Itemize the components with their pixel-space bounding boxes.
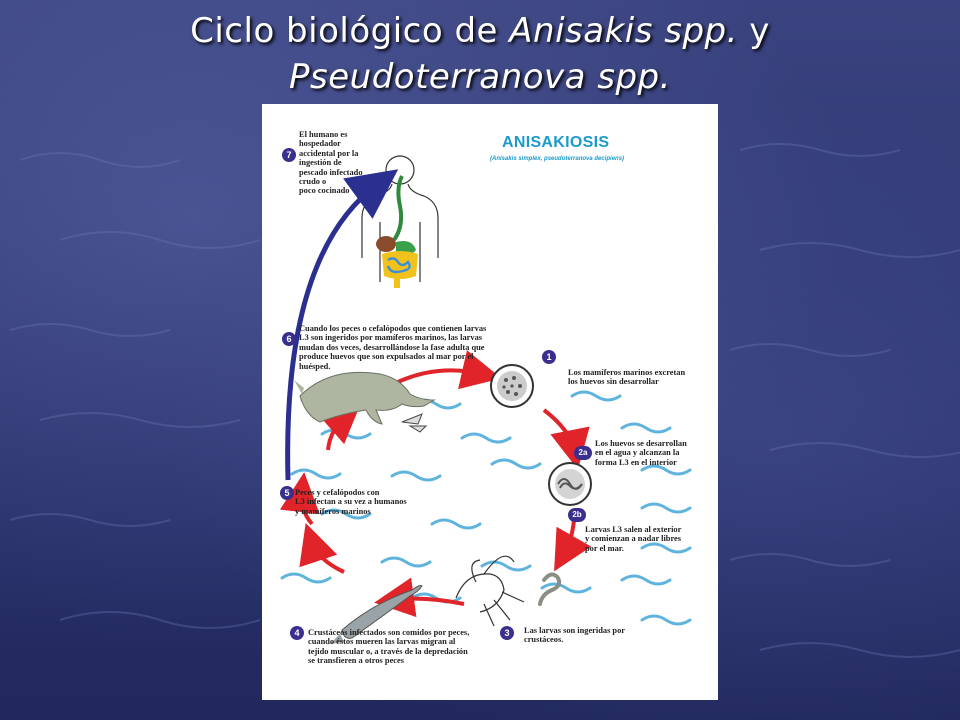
diagram-graphics (279, 155, 692, 644)
slide-title-line-1: Ciclo biológico de Anisakis spp. y (190, 11, 770, 51)
figure-subtitle: (Anisakis simplex, pseudoterranova decip… (490, 156, 625, 162)
step-badge-7: 7 (282, 148, 296, 162)
step-text-2b: Larvas L3 salen al exterior y comienzan … (585, 525, 682, 553)
genus-pseudoterranova: Pseudoterranova spp. (289, 57, 671, 97)
egg-icon (490, 364, 534, 408)
fish-icon (330, 585, 423, 644)
step-badge-2a: 2a (574, 446, 592, 460)
figure-title: ANISAKIOSIS (502, 134, 610, 151)
water-waves (280, 390, 692, 626)
slide-title: Ciclo biológico de Anisakis spp. y Pseud… (0, 8, 960, 100)
lifecycle-diagram: ANISAKIOSIS (Anisakis simplex, pseudoter… (262, 104, 718, 700)
crustacean-icon (455, 555, 525, 627)
larvated-egg-icon (548, 462, 592, 506)
step-text-6: Cuando los peces o cefalópodos que conti… (299, 324, 487, 371)
step-text-5: Peces y cefalópodos con L3 infectan a su… (295, 488, 407, 516)
step-badge-4: 4 (290, 626, 304, 640)
dolphin-icon (294, 371, 436, 425)
step-text-4: Crustáceos infectados son comidos por pe… (308, 628, 470, 666)
step-badge-1: 1 (542, 350, 556, 364)
larva-icon (538, 572, 562, 606)
step-badge-2b: 2b (568, 508, 586, 522)
step-text-7: El humano es hospedador accidental por l… (299, 130, 363, 196)
genus-anisakis: Anisakis spp. (509, 11, 738, 51)
human-infection-arrow (285, 169, 399, 481)
step-text-2a: Los huevos se desarrollan en el agua y a… (595, 439, 687, 467)
digestive-tract-icon (376, 175, 418, 288)
step-badge-3: 3 (500, 626, 514, 640)
step-badge-6: 6 (282, 332, 296, 346)
step-text-1: Los mamíferos marinos excretan los huevo… (568, 368, 686, 387)
step-text-3: Las larvas son ingeridas por crustáceos. (524, 626, 625, 645)
step-badge-5: 5 (280, 486, 294, 500)
squid-icon (401, 413, 428, 433)
